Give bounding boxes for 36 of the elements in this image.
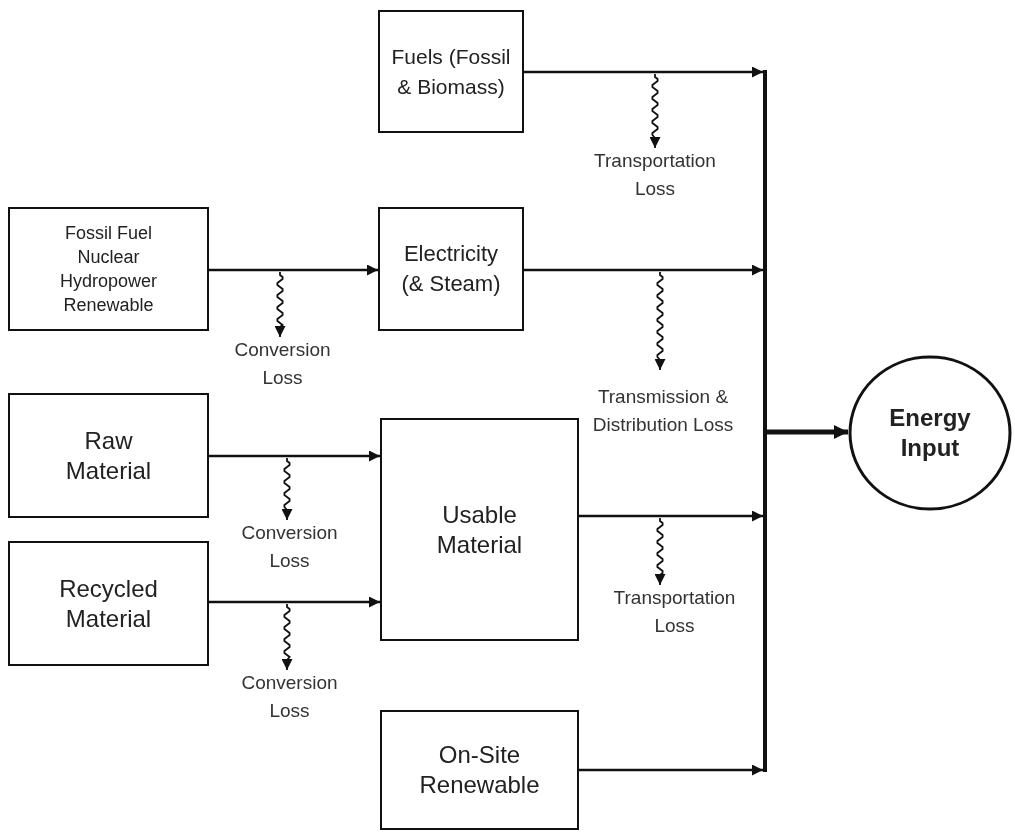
arrow <box>209 450 380 462</box>
loss-arrow <box>654 271 666 371</box>
process-box <box>378 207 524 331</box>
loss-arrow <box>274 271 286 338</box>
process-box <box>380 710 579 830</box>
loss-arrow <box>649 73 661 149</box>
loss-arrow <box>281 603 293 671</box>
box-label: Electricity (& Steam) <box>400 240 502 298</box>
loss-arrow <box>281 457 293 521</box>
loss-label: Transmission & Distribution Loss <box>588 368 738 454</box>
process-box <box>8 207 209 331</box>
bus-bar <box>763 70 767 772</box>
loss-arrow <box>654 517 666 586</box>
box-label: Recycled Material <box>58 573 159 634</box>
process-box <box>380 418 579 641</box>
box-label: Usable Material <box>435 499 524 560</box>
box-label: Fossil Fuel Nuclear Hydropower Renewable <box>58 222 158 317</box>
process-box <box>8 541 209 666</box>
loss-label: Transportation Loss <box>597 583 752 641</box>
arrow <box>524 264 763 276</box>
box-label: On-Site Renewable <box>418 740 541 800</box>
arrow <box>209 264 378 276</box>
loss-label: Conversion Loss <box>220 335 345 393</box>
process-box <box>378 10 524 133</box>
arrow <box>209 596 380 608</box>
loss-label: Conversion Loss <box>227 668 352 726</box>
arrow <box>767 425 848 439</box>
box-label: Raw Material <box>64 425 153 486</box>
process-box <box>8 393 209 518</box>
arrow <box>579 510 763 522</box>
loss-label: Conversion Loss <box>227 518 352 576</box>
ellipse-label: Energy Input <box>888 403 972 463</box>
arrow <box>524 66 763 78</box>
arrow <box>579 764 763 776</box>
box-label: Fuels (Fossil & Biomass) <box>390 43 512 100</box>
loss-label: Transportation Loss <box>580 146 730 204</box>
